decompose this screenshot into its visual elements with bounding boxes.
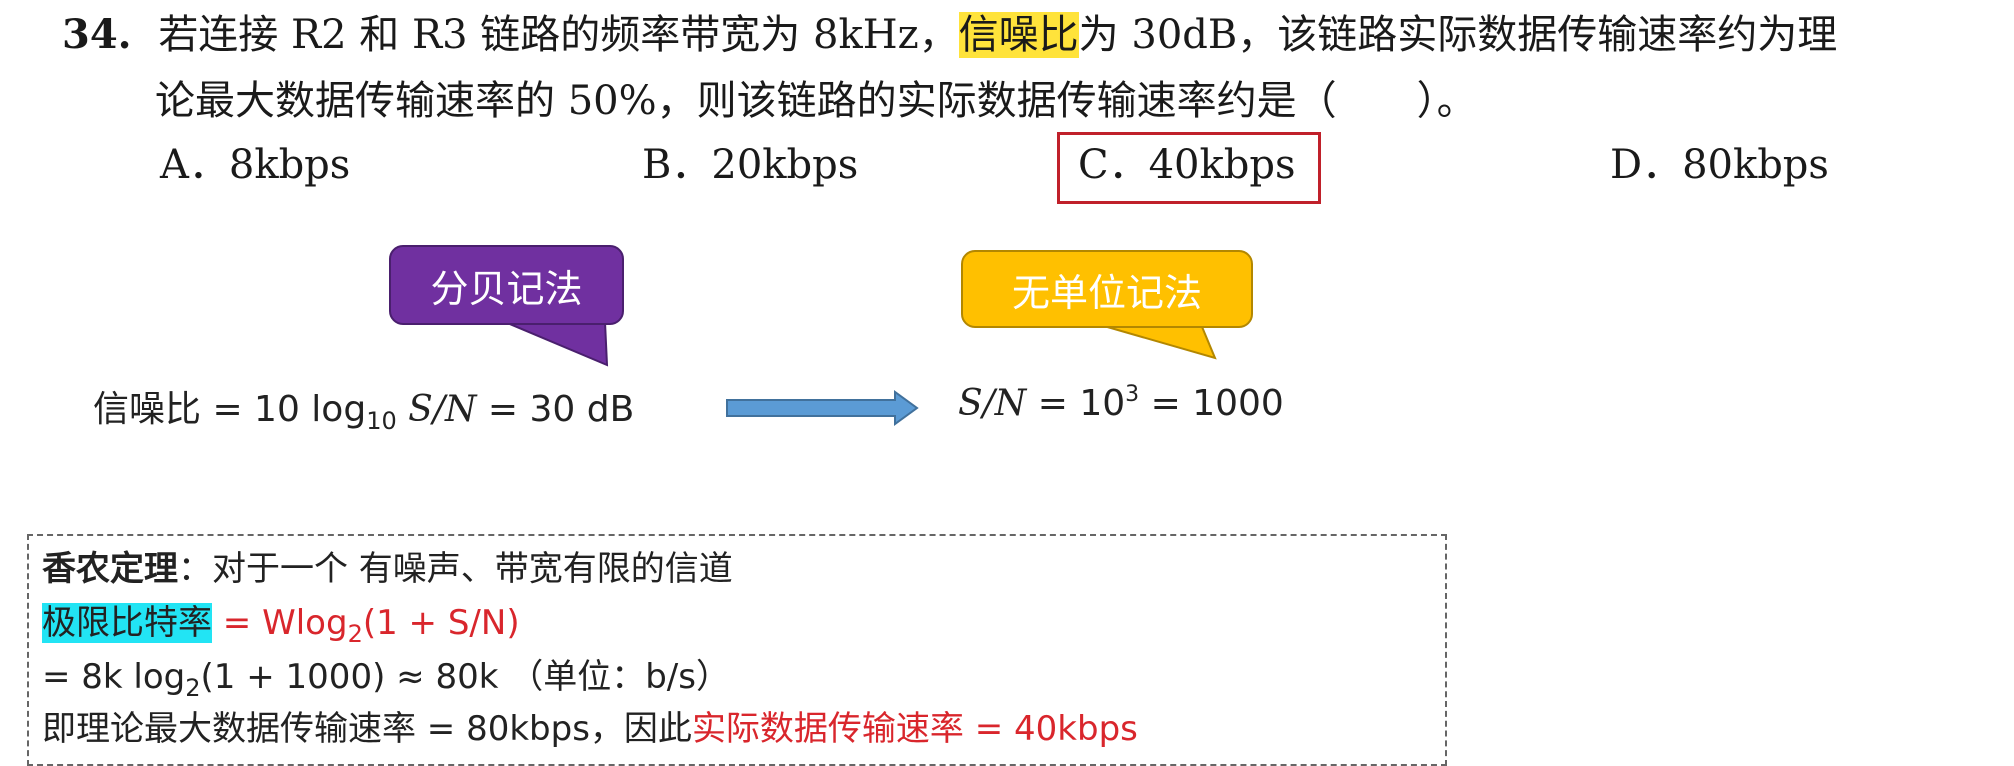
left-bubble-tail-shape [504, 321, 609, 367]
option-b[interactable]: B．20kbps [642, 142, 859, 188]
conclusion-red: 实际数据传输速率 = 40kbps [691, 709, 1138, 749]
snr-highlight: 信噪比 [958, 12, 1079, 58]
answer-box [1057, 132, 1321, 204]
question-number: 34. [62, 11, 132, 58]
snr-ratio-formula: S/N = 103 = 1000 [958, 382, 1284, 424]
shannon-title: 香农定理 [42, 549, 178, 589]
snr-db-prefix: 信噪比 = 10 log [93, 389, 367, 430]
conclusion-line: 即理论最大数据传输速率 = 80kbps，因此实际数据传输速率 = 40kbps [42, 704, 1138, 754]
question-text-part-2: 为 30dB，该链路实际数据传输速率约为理 [1078, 12, 1838, 58]
decibel-notation-label: 分贝记法 [430, 266, 583, 311]
shannon-theorem-box [27, 534, 1447, 766]
unitless-notation-bubble: 无单位记法 [961, 250, 1253, 328]
snr-ratio-left: S/N [396, 389, 477, 430]
calc-log-base: 2 [185, 674, 201, 702]
unitless-notation-label: 无单位记法 [1011, 270, 1202, 315]
conclusion-black: 即理论最大数据传输速率 = 80kbps，因此 [42, 709, 692, 749]
limit-bitrate-line: 极限比特率 = Wlog2(1 + S/N) [42, 598, 520, 659]
limit-bitrate-formula-a: = Wlog [212, 603, 348, 643]
decibel-notation-bubble: 分贝记法 [389, 245, 624, 325]
option-d[interactable]: D．80kbps [1610, 142, 1829, 188]
question-line-1: 34. 若连接 R2 和 R3 链路的频率带宽为 8kHz，信噪比为 30dB，… [62, 8, 1837, 62]
option-a[interactable]: A．8kbps [160, 142, 351, 188]
calculation-b: (1 + 1000) ≈ 80k （单位：b/s） [200, 657, 730, 697]
log-base-10: 10 [366, 407, 397, 435]
snr-ratio-mid: = 10 [1026, 383, 1126, 424]
power-exponent: 3 [1125, 382, 1140, 407]
calculation-a: = 8k log [42, 657, 186, 697]
limit-bitrate-label: 极限比特率 [42, 603, 212, 643]
limit-log-base: 2 [347, 620, 363, 648]
limit-bitrate-formula-b: (1 + S/N) [362, 603, 520, 643]
arrow-right-icon [726, 390, 919, 426]
snr-db-value: = 30 dB [476, 389, 635, 430]
calculation-line: = 8k log2(1 + 1000) ≈ 80k （单位：b/s） [42, 652, 730, 713]
snr-db-formula: 信噪比 = 10 log10 S/N = 30 dB [93, 380, 634, 435]
option-c[interactable]: C．40kbps [1078, 142, 1296, 188]
snr-ratio-value: = 1000 [1139, 383, 1284, 424]
shannon-title-line: 香农定理：对于一个 有噪声、带宽有限的信道 [42, 544, 733, 594]
shannon-description: ：对于一个 有噪声、带宽有限的信道 [178, 549, 733, 589]
question-text-part-1: 若连接 R2 和 R3 链路的频率带宽为 8kHz， [158, 12, 959, 58]
question-line-2: 论最大数据传输速率的 50%，则该链路的实际数据传输速率约是（ ）。 [155, 78, 1477, 124]
snr-ratio-right: S/N [958, 383, 1027, 424]
